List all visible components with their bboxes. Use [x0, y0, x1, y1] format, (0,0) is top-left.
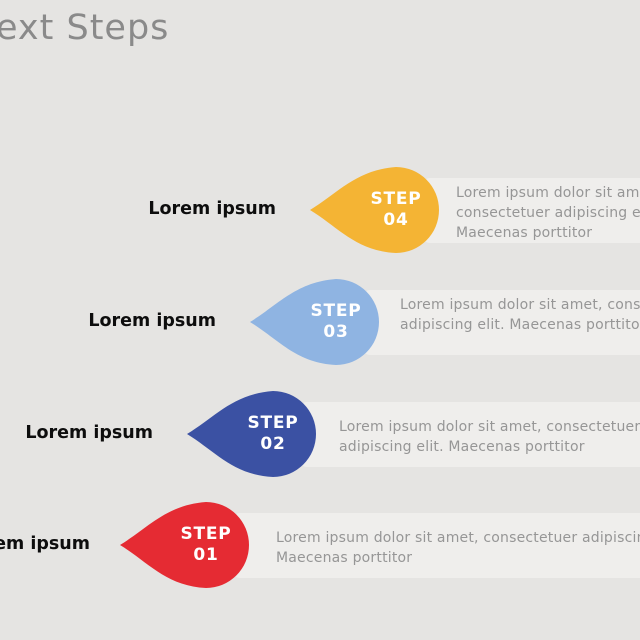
- step-side-label: Lorem ipsum: [88, 311, 216, 331]
- step-number: 03: [323, 322, 349, 342]
- description-bar: [233, 513, 640, 578]
- teardrop-step-01: STEP 01: [118, 498, 258, 592]
- slide-title: ext Steps: [0, 8, 170, 48]
- step-number: 04: [383, 210, 409, 230]
- teardrop-shape-icon: [250, 279, 379, 365]
- description-text: Lorem ipsum dolor sit amet, consectetuer…: [276, 530, 640, 566]
- teardrop-shape-icon: [310, 167, 439, 253]
- step-word: STEP: [180, 524, 232, 544]
- step-side-label: Lorem ipsum: [0, 534, 90, 554]
- teardrop-step-02: STEP 02: [185, 387, 325, 481]
- description-bar: [300, 402, 640, 467]
- description-text: Lorem ipsum dolor sit amet, consectetuer…: [400, 297, 640, 333]
- teardrop-step-04: STEP 04: [308, 163, 448, 257]
- step-side-label: Lorem ipsum: [148, 199, 276, 219]
- step-badge: STEP 01: [164, 498, 248, 592]
- step-badge: STEP 03: [294, 275, 378, 369]
- step-word: STEP: [247, 413, 299, 433]
- step-number: 01: [193, 545, 219, 565]
- step-number: 02: [260, 434, 286, 454]
- step-side-label: Lorem ipsum: [25, 423, 153, 443]
- description-text: Lorem ipsum dolor sit amet, consectetuer…: [456, 185, 640, 241]
- teardrop-step-03: STEP 03: [248, 275, 388, 369]
- teardrop-shape-icon: [187, 391, 316, 477]
- description-bar: [363, 290, 640, 355]
- step-badge: STEP 02: [231, 387, 315, 481]
- step-badge: STEP 04: [354, 163, 438, 257]
- description-bar: [423, 178, 640, 243]
- teardrop-shape-icon: [120, 502, 249, 588]
- step-word: STEP: [310, 301, 362, 321]
- description-text: Lorem ipsum dolor sit amet, consectetuer…: [339, 419, 640, 455]
- step-word: STEP: [370, 189, 422, 209]
